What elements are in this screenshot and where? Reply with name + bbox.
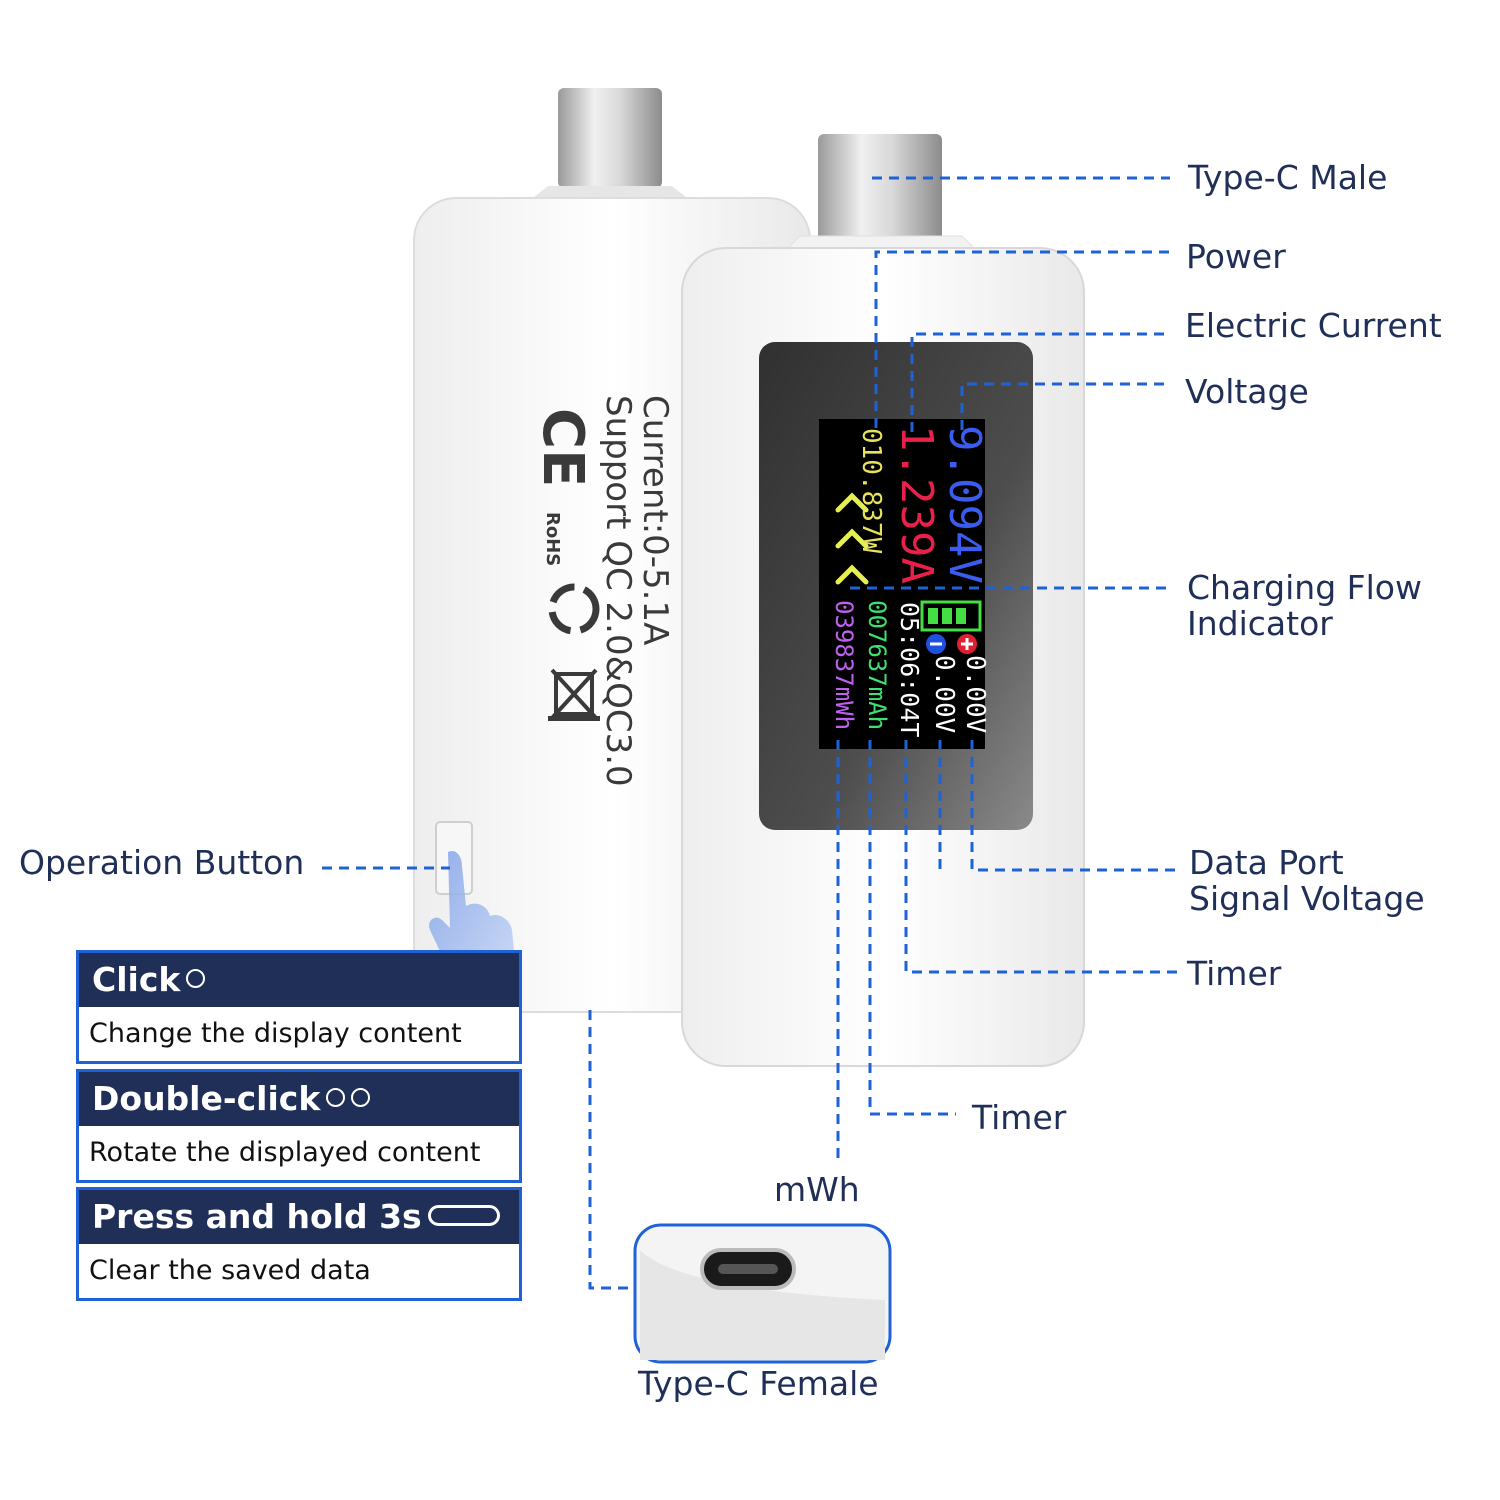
- back-usb-c-plug: [558, 88, 662, 188]
- label-voltage: Voltage: [1185, 372, 1309, 411]
- weee-bin-icon: [548, 668, 600, 721]
- screen-dplus-voltage: 0.00V: [960, 655, 990, 734]
- screen-dminus-voltage: 0.00V: [929, 655, 959, 734]
- card-double-click: Double-click Rotate the displayed conten…: [76, 1069, 522, 1183]
- label-signal-voltage: Signal Voltage: [1189, 879, 1425, 918]
- front-usb-c-plug: [818, 134, 942, 244]
- label-timer-right: Timer: [1187, 954, 1282, 993]
- screen-timer: 05:06:04T: [895, 602, 924, 738]
- rohs-mark-icon: RoHS: [542, 512, 563, 567]
- front-device: [681, 134, 1085, 1067]
- label-type-c-male: Type-C Male: [1188, 158, 1388, 197]
- double-click-icon-1: [326, 1088, 346, 1107]
- card-press-hold: Press and hold 3s Clear the saved data: [76, 1187, 522, 1301]
- card-click: Click Change the display content: [76, 950, 522, 1064]
- double-click-icon-2: [351, 1088, 371, 1107]
- callout-lines: [322, 176, 1182, 1290]
- card-double-click-desc: Rotate the displayed content: [89, 1137, 481, 1168]
- long-press-icon: [427, 1205, 500, 1226]
- single-click-icon: [186, 969, 206, 988]
- label-type-c-female: Type-C Female: [638, 1364, 879, 1403]
- recycle-icon: [548, 583, 600, 635]
- ce-mark-icon: CE: [530, 408, 595, 488]
- lcd-display: [819, 419, 985, 749]
- screen-current: 1.239A: [891, 425, 942, 584]
- label-power: Power: [1186, 237, 1286, 276]
- label-charging-flow: Charging Flow: [1187, 568, 1422, 607]
- label-mwh: mWh: [774, 1170, 860, 1209]
- type-c-female-thumbnail: [633, 1223, 892, 1364]
- card-double-click-title: Double-click: [92, 1079, 321, 1118]
- label-operation-button: Operation Button: [19, 843, 305, 882]
- card-click-desc: Change the display content: [89, 1018, 462, 1049]
- label-electric-current: Electric Current: [1185, 306, 1442, 345]
- back-current-spec: Current:0-5.1A: [635, 395, 675, 646]
- card-click-title: Click: [92, 960, 181, 999]
- screen-mwh: 039837mWh: [830, 600, 858, 731]
- label-charging-indicator: Indicator: [1187, 604, 1333, 643]
- screen-voltage: 9.094V: [939, 425, 990, 584]
- card-press-hold-desc: Clear the saved data: [89, 1255, 371, 1286]
- card-press-hold-title: Press and hold 3s: [92, 1197, 422, 1236]
- back-qc-support: Support QC 2.0&QC3.0: [598, 395, 638, 787]
- charging-arrows: [835, 492, 869, 585]
- screen-mah: 007637mAh: [863, 600, 891, 731]
- label-data-port: Data Port: [1189, 843, 1344, 882]
- label-timer-bottom: Timer: [972, 1098, 1067, 1137]
- battery-icon: [920, 600, 982, 632]
- screen-power: 010.837W: [856, 428, 886, 554]
